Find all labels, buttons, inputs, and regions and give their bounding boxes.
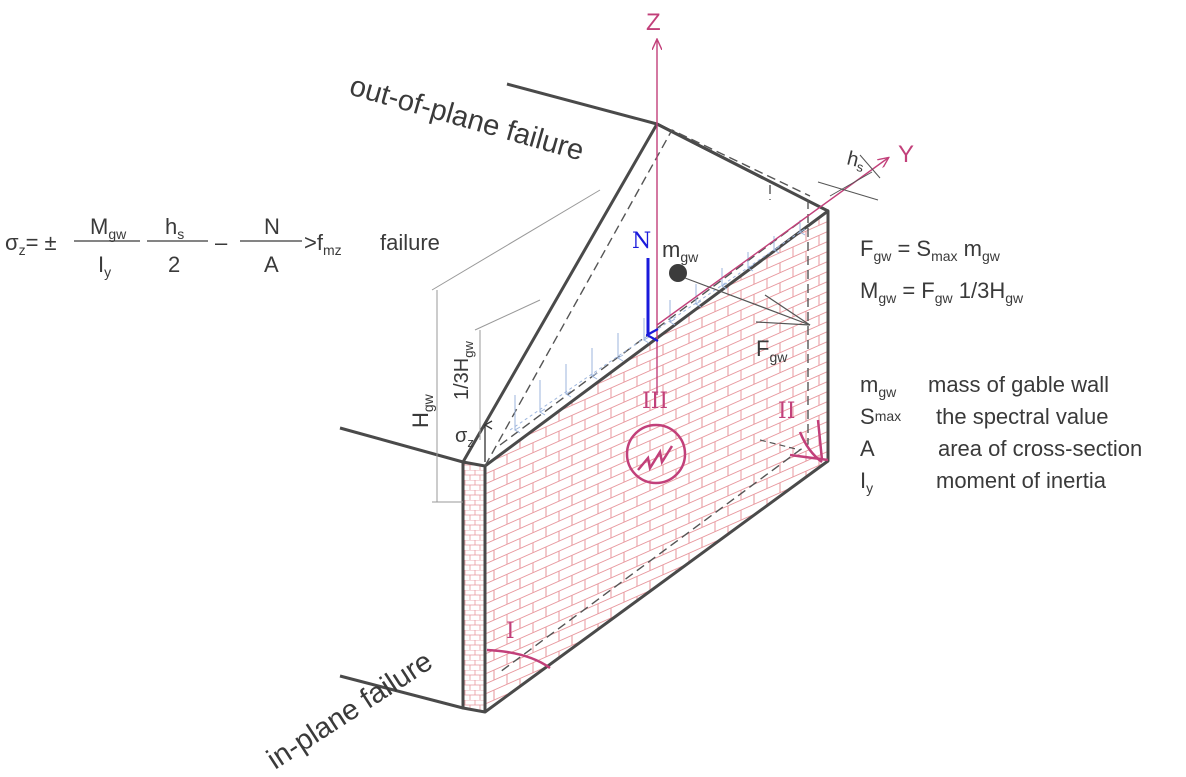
svg-text:N: N <box>264 214 280 239</box>
m-gw-label: mgw <box>662 237 699 265</box>
n-force-label: N <box>632 229 651 254</box>
z-axis-label: Z <box>646 9 661 36</box>
support-lines <box>339 82 658 710</box>
svg-text:A: A <box>264 252 279 277</box>
dimension-lines <box>431 189 601 503</box>
f-gw-lines <box>684 277 811 326</box>
front-wall-face <box>485 211 828 712</box>
svg-text:–: – <box>215 230 228 255</box>
hs-dimension <box>817 154 881 201</box>
legend-desc: mass of gable wall <box>928 372 1109 397</box>
force-equations: Fgw = Smax mgw Mgw = Fgw 1/3Hgw <box>860 236 1024 306</box>
y-axis <box>656 158 888 326</box>
legend-desc: area of cross-section <box>938 436 1142 461</box>
f-gw-label: Fgw <box>756 336 788 365</box>
legend-desc: moment of inertia <box>936 468 1107 493</box>
legend-item: Iy <box>860 468 873 496</box>
out-of-plane-label: out-of-plane failure <box>346 70 587 167</box>
svg-text:hs: hs <box>165 214 184 242</box>
mass-point <box>669 264 687 282</box>
zone-3-label: III <box>642 389 668 414</box>
stress-formula: σz= ± Mgw Iy hs 2 – N A >fmz failure <box>5 214 440 280</box>
h-gw-label: Hgw <box>408 393 436 428</box>
wall-thickness-face <box>463 462 485 712</box>
sigma-z-label: σz <box>455 425 474 450</box>
svg-text:Mgw = Fgw 1/3Hgw: Mgw = Fgw 1/3Hgw <box>860 278 1024 306</box>
zone-2-dashline <box>759 439 801 451</box>
svg-text:>fmz: >fmz <box>304 230 342 258</box>
legend-item: A <box>860 436 875 461</box>
legend-item: mgw <box>860 372 897 400</box>
legend-desc: the spectral value <box>936 404 1108 429</box>
third-h-label: 1/3Hgw <box>451 341 476 400</box>
zone-3-icon <box>625 423 687 485</box>
svg-text:Iy: Iy <box>98 252 111 280</box>
in-plane-label: in-plane failure <box>261 645 438 775</box>
zone-1-label: I <box>506 619 515 644</box>
svg-text:σz= ±: σz= ± <box>5 230 57 258</box>
y-axis-label: Y <box>898 141 914 168</box>
svg-text:Fgw = Smax mgw: Fgw = Smax mgw <box>860 236 1001 264</box>
legend-item: Smax <box>860 404 901 429</box>
svg-text:2: 2 <box>168 252 180 277</box>
symbol-legend: mgw mass of gable wall Smax the spectral… <box>860 372 1142 496</box>
svg-text:failure: failure <box>380 230 440 255</box>
hs-label: hs <box>844 148 867 176</box>
zone-2-label: II <box>778 399 795 424</box>
zone-2-marks <box>789 419 829 464</box>
zone-1-arc <box>486 648 551 670</box>
svg-text:Mgw: Mgw <box>90 214 127 242</box>
